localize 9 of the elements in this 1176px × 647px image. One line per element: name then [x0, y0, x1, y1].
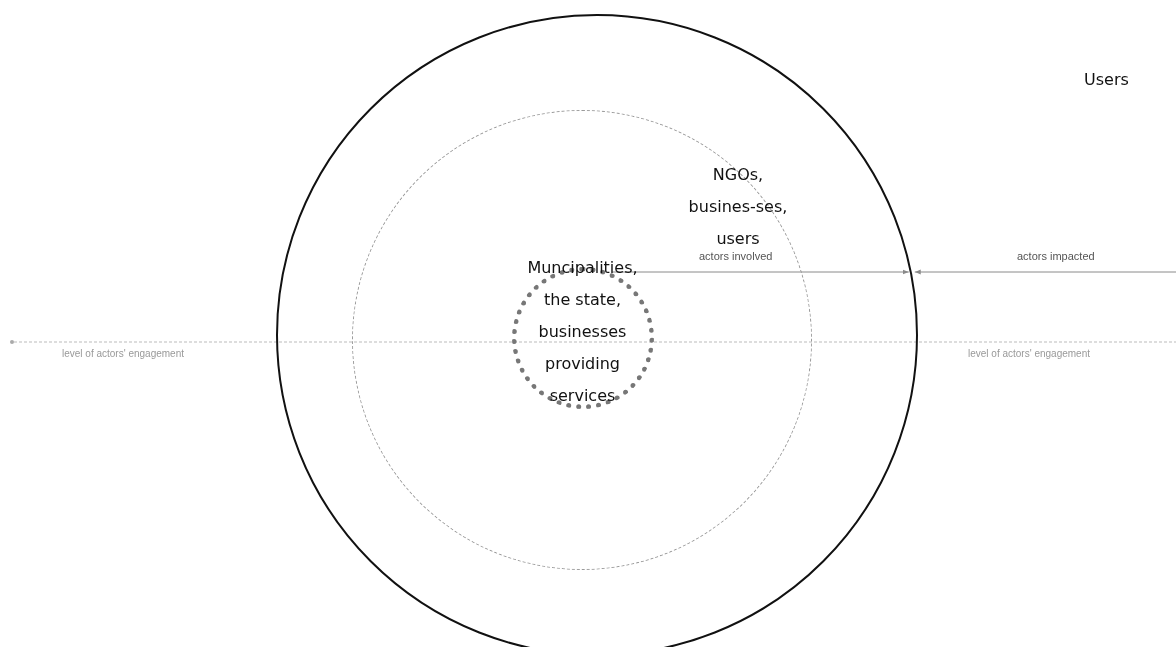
circle-label: NGOs, busines-ses, users — [687, 164, 789, 250]
axis-label: level of actors' engagement — [968, 348, 1090, 359]
edge-label: actors involved — [697, 250, 775, 262]
arrow — [914, 269, 1176, 275]
axis-label: level of actors' engagement — [62, 348, 184, 359]
circle-label: Muncipalities, the state, businesses providing services — [526, 256, 639, 407]
region-label: Users — [1084, 69, 1129, 91]
edge-label: actors impacted — [1015, 250, 1097, 262]
arrow — [611, 269, 910, 275]
